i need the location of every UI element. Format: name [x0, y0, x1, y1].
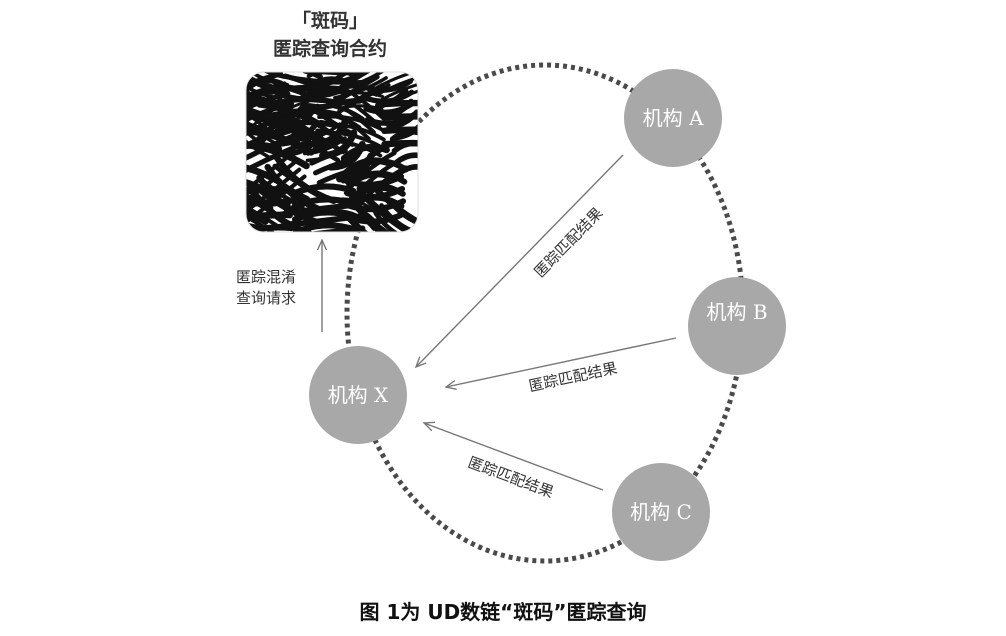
contract-title-line2: 匿踪查询合约 — [273, 37, 387, 60]
zebra-stripe — [374, 74, 418, 97]
zebra-stripe — [246, 103, 280, 122]
zebra-stripe — [267, 109, 315, 137]
node-a — [624, 69, 722, 167]
zebra-stripe — [278, 130, 325, 158]
node-b — [688, 277, 786, 375]
zebra-stripe — [303, 102, 356, 138]
request-label-line2: 查询请求 — [236, 289, 296, 307]
zebra-stripe — [246, 115, 275, 153]
zebra-stripe — [393, 152, 418, 166]
contract-title-line1: 「斑码」 — [292, 9, 368, 32]
node-c — [612, 463, 710, 561]
zebra-stripe — [285, 225, 366, 232]
zebra-stripe — [246, 154, 291, 203]
zebra-stripe — [364, 111, 417, 126]
zebra-stripe — [391, 140, 418, 154]
zebra-stripe — [379, 86, 418, 109]
node-x-label: 机构 X — [328, 383, 389, 407]
edge-label-b-to-x: 匿踪匹配结果 — [527, 359, 619, 395]
zebra-stripe — [297, 110, 351, 146]
zebra-stripe — [356, 182, 406, 197]
zebra-stripe — [246, 174, 307, 224]
zebra-stripe — [363, 100, 416, 115]
request-label-line1: 匿踪混淆 — [236, 268, 296, 286]
zebra-stripe — [272, 163, 316, 193]
zebra-stripe — [246, 117, 276, 136]
zebra-stripe — [340, 104, 384, 112]
zebra-stripe — [269, 108, 342, 118]
zebra-stripe — [246, 160, 296, 210]
zebra-stripe — [372, 72, 418, 91]
zebra-stripe — [286, 72, 323, 80]
zebra-stripe — [256, 188, 300, 218]
node-x — [309, 346, 407, 444]
figure-caption: 图 1为 UD数链“斑码”匿踪查询 — [359, 600, 647, 624]
zebra-stripe — [246, 76, 289, 95]
arrow-c-to-x — [424, 423, 604, 491]
zebra-stripe — [377, 80, 418, 103]
edge-label-c-to-x: 匿踪匹配结果 — [465, 453, 556, 501]
zebra-stripe — [355, 194, 405, 209]
zebra-stripe — [246, 211, 278, 232]
zebra-stripe — [246, 230, 302, 232]
zebra-stripe — [373, 211, 418, 232]
zebra-stripe — [281, 72, 365, 76]
zebra-pattern-image — [246, 60, 418, 232]
zebra-stripe — [246, 89, 284, 108]
arrow-a-to-x — [416, 154, 624, 367]
zebra-stripe — [262, 99, 309, 127]
node-c-label: 机构 C — [630, 500, 692, 524]
zebra-stripe — [341, 91, 385, 99]
zebra-stripe — [358, 170, 408, 185]
zebra-stripe — [246, 103, 285, 141]
zebra-stripe — [302, 72, 341, 75]
zebra-stripe — [379, 203, 418, 232]
zebra-stripe — [346, 210, 407, 225]
arrow-b-to-x — [446, 337, 677, 387]
node-a-label: 机构 A — [643, 106, 704, 130]
zebra-stripe — [272, 120, 320, 147]
zebra-stripe — [246, 201, 269, 225]
zebra-stripe — [367, 218, 413, 232]
zebra-stripe — [359, 158, 409, 173]
zebra-stripe — [395, 164, 418, 178]
zebra-stripe — [309, 60, 353, 67]
node-b-label: 机构 B — [706, 300, 767, 324]
zebra-stripe — [246, 72, 278, 75]
edge-label-a-to-x: 匿踪匹配结果 — [531, 204, 607, 281]
zebra-stripe — [389, 128, 418, 142]
zebra-stripe — [246, 101, 294, 125]
zebra-stripe — [246, 167, 302, 217]
zebra-stripe — [340, 144, 390, 162]
